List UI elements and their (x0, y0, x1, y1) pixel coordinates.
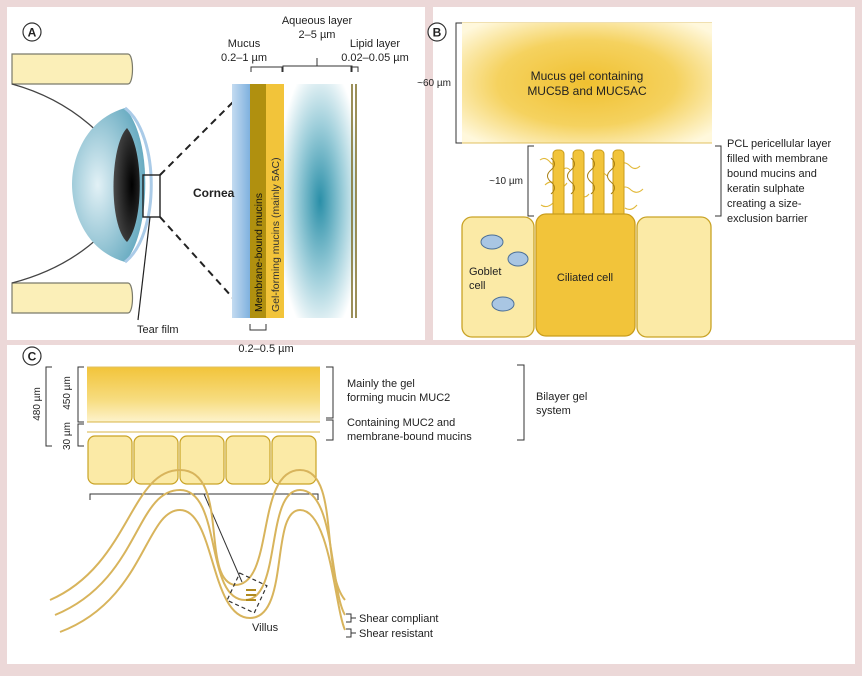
upper-layer-line1: Mainly the gel (347, 378, 415, 390)
shear-compliant-bracket (346, 613, 356, 623)
pcl-thickness-bracket (527, 145, 534, 217)
pcl-thickness-label: ~10 µm (489, 176, 523, 187)
villus-label: Villus (252, 622, 279, 634)
upper-layer-line2: forming mucin MUC2 (347, 392, 450, 404)
goblet-cell (461, 216, 535, 338)
shear-compliant-label: Shear compliant (359, 613, 439, 625)
upper-eyelid (11, 53, 134, 85)
pcl-line-5: creating a size- (727, 198, 802, 210)
goblet-label-line2: cell (469, 280, 486, 292)
lower-layer-line1: Containing MUC2 and (347, 417, 455, 429)
goblet-vesicle-2 (507, 251, 529, 267)
bilayer-line2: system (536, 405, 571, 417)
mucus-gel-layer (462, 23, 712, 143)
goblet-vesicle-3 (491, 296, 515, 312)
eye-illustration (11, 53, 251, 321)
membrane-mucins-label: Membrane-bound mucins (253, 193, 265, 312)
lower-thickness-bracket (77, 423, 84, 447)
gel-forming-mucin-layer (266, 84, 284, 318)
cilium-1 (552, 149, 565, 221)
intestinal-cell-1 (87, 435, 133, 485)
lipid-range: 0.02–0.05 µm (341, 52, 409, 64)
cilium-2 (572, 149, 585, 221)
total-thickness-label: 480 µm (32, 387, 43, 421)
lipid-title: Lipid layer (350, 38, 400, 50)
panel-c: C 480 µm 450 µm 30 µm Mainly the gel for… (22, 346, 587, 640)
pcl-line-3: bound mucins and (727, 168, 817, 180)
zoom-line-top (159, 84, 251, 176)
zoom-box (142, 174, 161, 218)
villus-zoom-box (226, 572, 268, 614)
epithelial-cell-right (636, 216, 712, 338)
pcl-line-1: PCL pericellular layer (727, 138, 831, 150)
villi (49, 468, 346, 633)
cilia-coils (547, 157, 615, 195)
mucus-range: 0.2–1 µm (221, 52, 267, 64)
bottom-bracket (249, 324, 267, 331)
mucus-bracket (250, 66, 283, 72)
bilayer-bracket (517, 364, 525, 441)
cilium-4 (612, 149, 625, 221)
villus-outline-inner (59, 508, 346, 633)
cornea-label: Cornea (193, 186, 235, 200)
panel-c-label: C (28, 350, 37, 364)
total-thickness-bracket (45, 366, 52, 447)
aqueous-layer (284, 84, 356, 318)
panel-b: B ~60 µm Mucus gel containing MUC5B and … (417, 22, 834, 338)
lower-thickness-label: 30 µm (62, 422, 73, 450)
lower-eyelid (11, 282, 134, 314)
villus-outline-middle (54, 488, 346, 616)
panel-c-badge (22, 346, 42, 366)
pcl-line-4: keratin sulphate (727, 183, 805, 195)
ciliated-cell (535, 213, 636, 337)
cornea-curve (124, 106, 153, 264)
ciliated-cell-label: Ciliated cell (557, 272, 613, 284)
panel-b-label: B (433, 26, 442, 40)
intestinal-cell-5 (271, 435, 317, 485)
gel-thickness-bracket (455, 22, 462, 144)
gel-label-line1: Mucus gel containing (531, 69, 644, 83)
goblet-label-line1: Goblet (469, 266, 501, 278)
gel-thickness-label: ~60 µm (417, 78, 451, 89)
pcl-label: PCL pericellular layer filled with membr… (727, 138, 834, 225)
gel-label-line2: MUC5B and MUC5AC (527, 84, 647, 98)
panel-a: A Aqueous layer (11, 15, 409, 355)
intestinal-cell-3 (179, 435, 225, 485)
pcl-line-2: filled with membrane (727, 153, 828, 165)
membrane-bound-mucin-layer (250, 84, 266, 318)
tear-film-label: Tear film (137, 324, 179, 336)
upper-layer-bracket (326, 366, 334, 419)
upper-gel-layer (87, 367, 320, 422)
upper-thickness-bracket (77, 366, 84, 423)
gel-mucins-label: Gel-forming mucins (mainly 5AC) (270, 157, 282, 312)
cornea-layer (232, 84, 250, 318)
pcl-line-6: exclusion barrier (727, 213, 808, 225)
intestinal-cell-2 (133, 435, 179, 485)
shear-resistant-bracket (346, 628, 356, 638)
bottom-range: 0.2–0.5 µm (238, 343, 293, 355)
aqueous-range: 2–5 µm (299, 29, 336, 41)
pupil (113, 128, 140, 242)
villus-microvilli (246, 589, 256, 601)
aqueous-title: Aqueous layer (282, 15, 353, 27)
goblet-vesicle-1 (480, 234, 504, 250)
bilayer-line1: Bilayer gel (536, 391, 587, 403)
panel-a-label: A (28, 26, 37, 40)
lower-layer-line2: membrane-bound mucins (347, 431, 472, 443)
shear-resistant-label: Shear resistant (359, 628, 433, 640)
tear-film-layers (232, 84, 357, 318)
intestinal-cell-4 (225, 435, 271, 485)
tear-film-leader (137, 216, 151, 321)
cilium-3 (592, 149, 605, 221)
pcl-right-bracket (715, 145, 722, 217)
lower-layer-bracket (326, 419, 334, 441)
panel-a-badge (22, 22, 42, 42)
lipid-bracket (350, 66, 359, 72)
villus-outline-outer (49, 468, 346, 601)
panel-b-badge (427, 22, 447, 42)
upper-thickness-label: 450 µm (62, 376, 73, 410)
mucus-title: Mucus (228, 38, 261, 50)
